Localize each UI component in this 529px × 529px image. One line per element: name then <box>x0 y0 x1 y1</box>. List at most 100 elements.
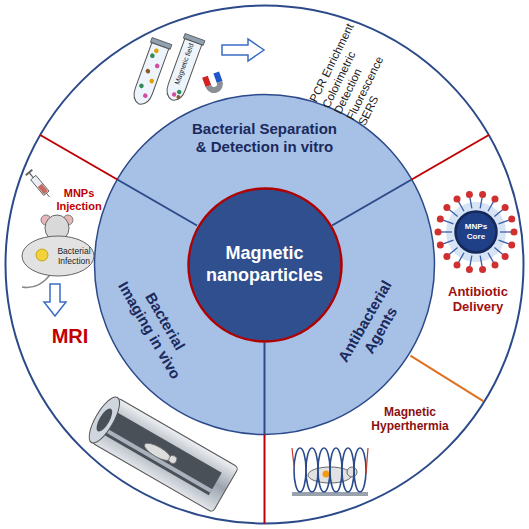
mri-scanner <box>167 454 178 465</box>
ring-divider <box>117 180 197 226</box>
hyperthermia-coil <box>347 467 357 477</box>
shell-spike <box>499 220 509 224</box>
hyperthermia-coil <box>354 448 366 492</box>
test-tube <box>164 39 202 103</box>
hyperthermia-coil <box>342 448 354 492</box>
antibiotic-dot <box>443 253 450 260</box>
mouse <box>36 249 48 261</box>
test-tube <box>171 92 177 98</box>
ring-divider <box>264 343 266 435</box>
middle-ring <box>95 95 435 435</box>
antibiotic-dot <box>479 266 486 273</box>
infection-label: Bacterial Infection <box>54 247 94 267</box>
flow-arrow <box>222 39 264 61</box>
antibiotic-dot <box>454 261 461 268</box>
antibiotic-dot <box>508 216 515 223</box>
shell-spike <box>441 231 452 232</box>
core-circle: MNPs Core <box>454 210 498 254</box>
test-tube <box>131 43 169 107</box>
test-tube <box>149 78 155 84</box>
node-text: Magnetic nanoparticles <box>200 243 330 285</box>
shell-spike <box>470 256 472 267</box>
shell-spike <box>449 247 457 254</box>
circle-shape <box>456 212 497 253</box>
hyperthermia-coil <box>294 448 366 492</box>
antibiotic-dot <box>466 191 473 198</box>
mouse <box>22 215 94 288</box>
shell-spike <box>500 231 511 232</box>
syringe <box>46 193 49 197</box>
test-tube <box>162 34 205 104</box>
technique-label: MRI <box>52 325 89 348</box>
shell-spike <box>488 202 494 212</box>
mri-scanner <box>94 406 116 434</box>
test-tube <box>176 89 182 95</box>
antibiotic-shell <box>435 191 518 273</box>
syringe <box>25 169 53 200</box>
antibiotic-dot <box>508 241 515 248</box>
test-tube <box>149 53 155 59</box>
test-tube <box>129 38 172 108</box>
antibiotic-dot <box>479 191 486 198</box>
mri-scanner <box>98 409 222 496</box>
flow-arrow <box>44 284 66 316</box>
circle-shape <box>188 188 341 341</box>
hyperthermia-coil <box>294 448 306 492</box>
antibiotic-dot <box>454 196 461 203</box>
antibiotic-dot <box>492 261 499 268</box>
test-tube <box>154 63 160 69</box>
sector-divider <box>412 135 489 180</box>
node-text: Bacterial Separation & Detection in vitr… <box>185 120 345 155</box>
magnet <box>202 72 225 96</box>
shell-spike <box>443 240 453 244</box>
antibiotic-dot <box>435 229 442 236</box>
antibiotic-dot <box>502 253 509 260</box>
application-label: Antibiotic Delivery <box>443 285 513 315</box>
ring-divider <box>332 180 412 226</box>
antibiotic-dot <box>437 241 444 248</box>
mri-scanner <box>142 440 173 464</box>
shell-spike <box>494 247 502 254</box>
sector-label: Bacterial Separation & Detection in vitr… <box>181 117 349 158</box>
mri-scanner <box>84 393 126 447</box>
hyperthermia-coil <box>306 448 318 492</box>
mouse <box>22 275 50 288</box>
antibiotic-dot <box>437 216 444 223</box>
shell-spike <box>470 198 472 209</box>
shell-spike <box>499 240 509 244</box>
magnet <box>213 72 222 83</box>
mouse <box>22 236 94 276</box>
antibiotic-dot <box>502 204 509 211</box>
magnet <box>202 76 211 87</box>
antibiotic-dot <box>443 204 450 211</box>
test-tube <box>139 83 145 89</box>
test-tube <box>142 93 148 99</box>
syringe <box>31 175 49 195</box>
hyperthermia-coil <box>292 492 368 496</box>
shell-spike <box>480 198 482 209</box>
shell-spike <box>494 210 502 217</box>
shell-spike <box>480 256 482 267</box>
hyperthermia-coil <box>318 448 330 492</box>
sector-divider <box>40 135 489 524</box>
outer-ring <box>6 6 524 524</box>
antibiotic-dot <box>466 266 473 273</box>
mri-scanner <box>99 425 212 492</box>
sector-divider <box>264 435 266 524</box>
shell-spike <box>459 253 465 263</box>
antibiotic-dot <box>492 196 499 203</box>
hyperthermia-coil <box>323 471 330 478</box>
shell-spike <box>459 202 465 212</box>
sector-divider <box>40 135 117 180</box>
test-tube <box>145 68 151 74</box>
test-tube <box>153 48 159 54</box>
mri-scanner <box>84 393 239 513</box>
center-circle: Magnetic nanoparticles <box>187 187 343 343</box>
hyperthermia-coil <box>292 448 368 474</box>
test-tube <box>176 95 181 100</box>
syringe <box>29 173 33 178</box>
antibiotic-dot <box>511 229 518 236</box>
shell-spike <box>488 253 494 263</box>
antibiotic-shell <box>446 202 506 262</box>
